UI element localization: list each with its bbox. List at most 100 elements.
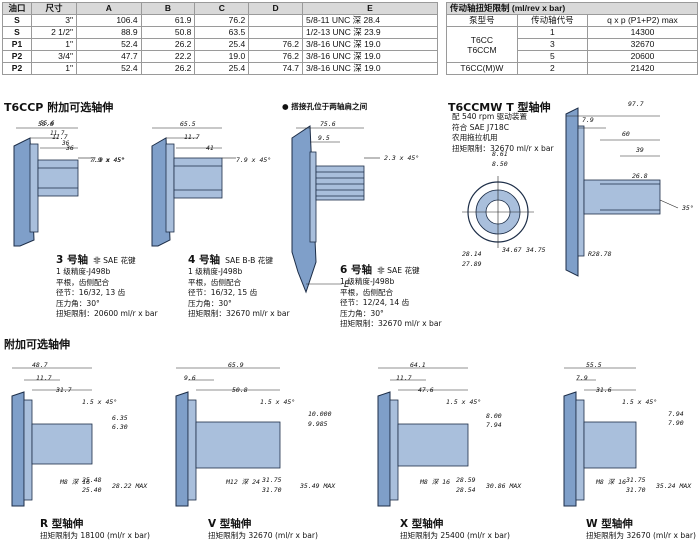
torque-table-header: 传动轴代号	[516, 14, 588, 27]
table-cell: 3/8-16 UNC 深 19.0	[302, 38, 438, 51]
shaft-r-dim: 48.7	[32, 361, 48, 369]
shaft-v-dim: M12 深 24	[226, 478, 260, 486]
shaft-x-dim: 28.54	[456, 486, 476, 494]
shaft-w-dim: 31.75	[626, 476, 646, 484]
table-cell: 63.5	[194, 26, 250, 39]
spline-note: ● 搭接孔位于两轴肩之间	[282, 102, 368, 111]
pump-model: T6CC(M)W	[446, 62, 518, 75]
table-cell: 1	[516, 26, 588, 39]
shaft-w-dim: 31.70	[626, 486, 646, 494]
table-cell: 20600	[586, 50, 699, 63]
shaft-r-dim: 25.48	[82, 476, 102, 484]
port-table-header: E	[302, 2, 438, 15]
shaft-w-dim: 1.5 x 45°	[622, 398, 658, 406]
port-table-header: 尺寸	[31, 2, 77, 15]
shaft3-dim: 55.6	[38, 120, 54, 128]
shaft-w-dim: 31.6	[596, 386, 612, 394]
shaft6-chamfer: 2.3 x 45°	[384, 154, 420, 162]
shaft4-name: 4 号轴	[188, 254, 220, 266]
shaft3-dim: 11.7	[52, 133, 68, 141]
shaft6-name: 6 号轴	[340, 264, 372, 276]
shaft-v-dim: 31.75	[262, 476, 282, 484]
shaft4-caption: 4 号轴 SAE B-B 花键 1 级精度-J498b 平根，齿侧配合 径节：1…	[188, 254, 290, 318]
table-row: T6CC T6CCM 1 14300	[446, 26, 699, 63]
shaft3-dim: 7.9 x 45°	[90, 156, 126, 164]
table-cell: 1"	[31, 38, 77, 51]
shaft-w-dim: M8 深 16	[596, 478, 626, 486]
shaft-w-drawing	[563, 367, 637, 507]
table-cell: 26.2	[140, 38, 196, 51]
shaft-w-dim: 7.94	[668, 410, 684, 418]
shaft-r-drawing	[11, 367, 93, 507]
note-marker: ●	[282, 102, 289, 111]
torque-table-header: 泵型号	[446, 14, 518, 27]
shaft-v-dim: 50.8	[232, 386, 248, 394]
table-cell: 3/8-16 UNC 深 19.0	[302, 62, 438, 75]
shaft-v-torque: 扭矩限制为 32670 (ml/r x bar)	[208, 531, 318, 540]
table-cell: 3	[516, 38, 588, 51]
table-row: S 3" 106.4 61.9 76.2 5/8-11 UNC 深 28.4	[2, 14, 438, 27]
shaft-t-dim: 97.7	[628, 100, 644, 108]
shaft-t-dim: 34.75	[526, 246, 546, 254]
table-cell: 19.0	[194, 50, 250, 63]
shaft-w-dim: 35.24 MAX	[656, 482, 692, 490]
torque-table: 传动轴扭矩限制 (ml/rev x bar) 泵型号 传动轴代号 q x p (…	[446, 2, 699, 75]
shaft-t-side-view	[565, 107, 679, 277]
table-cell: 3/8-16 UNC 深 19.0	[302, 50, 438, 63]
shaft-r-dim: 31.7	[56, 386, 72, 394]
shaft-v-dim: 31.70	[262, 486, 282, 494]
shaft-x-dim: 11.7	[396, 374, 412, 382]
svg-text:36: 36	[61, 140, 70, 147]
table-cell: 88.9	[76, 26, 142, 39]
shaft-v-dim: 9.6	[184, 374, 196, 382]
shaft-t-dim: 35°	[682, 204, 694, 212]
table-cell: 47.7	[76, 50, 142, 63]
shaft-r-name: R 型轴伸	[40, 518, 84, 530]
shaft-r-dim: 28.22 MAX	[112, 482, 148, 490]
shaft-t-dim: 26.8	[632, 172, 648, 180]
table-cell: P2	[2, 62, 32, 75]
table-cell: 5	[516, 50, 588, 63]
table-row: P2 3/4" 47.7 22.2 19.0 76.2 3/8-16 UNC 深…	[2, 50, 438, 63]
shaft6-dim: 75.6	[320, 120, 336, 128]
shaft-t-dim: 28.14	[462, 250, 482, 258]
table-cell: 76.2	[248, 38, 303, 51]
table-cell: 1"	[31, 62, 77, 75]
optional-shafts-title: 附加可选轴伸	[4, 338, 70, 351]
shaft3-spec: 非 SAE 花键	[93, 256, 136, 265]
shaft-v-caption: V 型轴伸 扭矩限制为 32670 (ml/r x bar)	[208, 516, 318, 542]
shaft3-dim: 36	[66, 144, 74, 152]
shaft-t-dim: 60	[622, 130, 630, 138]
shaft-w-name: W 型轴伸	[586, 518, 633, 530]
shaft-x-dim: M8 深 16	[420, 478, 450, 486]
shaft-v-dim: 35.49 MAX	[300, 482, 336, 490]
table-cell: 52.4	[76, 62, 142, 75]
shaft-x-dim: 47.6	[418, 386, 434, 394]
shaft3-name: 3 号轴	[56, 254, 88, 266]
table-row: P2 1" 52.4 26.2 25.4 74.7 3/8-16 UNC 深 1…	[2, 62, 438, 75]
svg-text:11.7: 11.7	[50, 130, 65, 137]
shaft-x-drawing	[377, 367, 469, 507]
table-cell: P1	[2, 38, 32, 51]
table-cell: 106.4	[76, 14, 142, 27]
shaft-4-drawing	[151, 127, 236, 247]
shaft4-dim: 65.5	[180, 120, 196, 128]
table-cell	[248, 26, 303, 39]
shaft-v-name: V 型轴伸	[208, 518, 252, 530]
table-cell: 32670	[586, 38, 699, 51]
shaft4-spec: SAE B-B 花键	[225, 256, 273, 265]
table-cell: 5/8-11 UNC 深 28.4	[302, 14, 438, 27]
shaft-6-drawing	[291, 125, 380, 294]
svg-text:55.6: 55.6	[40, 120, 55, 127]
shaft-t-dim: 8.50	[492, 160, 508, 168]
table-cell: 2 1/2"	[31, 26, 77, 39]
shaft3-caption: 3 号轴 非 SAE 花键 1 级精度-J498b 平根，齿侧配合 径节：16/…	[56, 254, 158, 318]
shaft-x-dim: 1.5 x 45°	[446, 398, 482, 406]
table-cell: 3/4"	[31, 50, 77, 63]
shaft-t-dim: 27.89	[462, 260, 482, 268]
table-cell: S	[2, 14, 32, 27]
svg-text:7.9 x 45°: 7.9 x 45°	[92, 157, 125, 164]
shaft-w-dim: 55.5	[586, 361, 602, 369]
port-table-header: A	[76, 2, 142, 15]
shaft-r-dim: 11.7	[36, 374, 52, 382]
